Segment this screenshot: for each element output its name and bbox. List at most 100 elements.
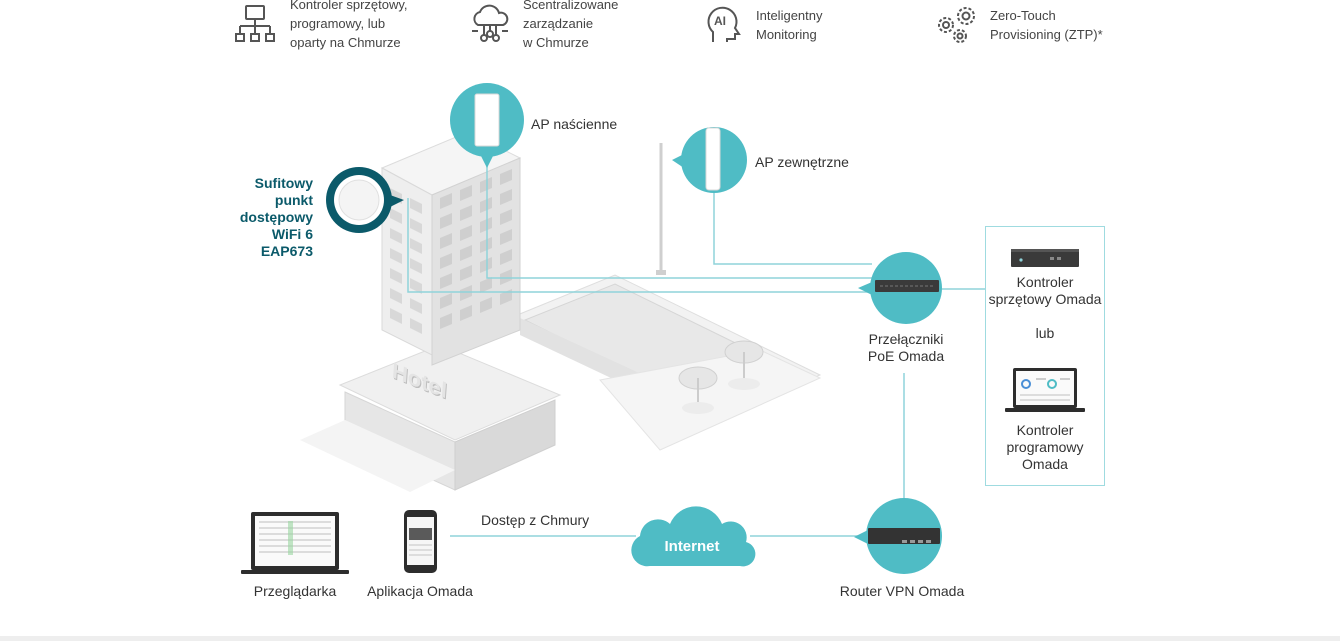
vpn-router-label: Router VPN Omada (839, 583, 965, 599)
window (500, 289, 512, 305)
window (390, 228, 402, 244)
window (440, 293, 452, 309)
internet-label: Internet (664, 538, 720, 555)
window (440, 193, 452, 209)
hotel-lobby (300, 344, 562, 492)
cloud-access-label: Dostęp z Chmury (481, 512, 590, 528)
window (500, 169, 512, 185)
feature-3-line-1: Inteligentny (756, 8, 823, 23)
window (440, 273, 452, 289)
window (460, 185, 472, 201)
window (500, 249, 512, 265)
ai-head-icon: AI (707, 6, 741, 42)
ceiling-ap-label: Sufitowy punkt dostępowy WiFi 6 EAP673 (230, 175, 313, 260)
window (440, 253, 452, 269)
window (480, 277, 492, 293)
ceiling-ap-line-3: dostępowy (239, 209, 313, 225)
feature-2-line-2: zarządzanie (523, 16, 594, 31)
window (410, 298, 422, 314)
window (460, 205, 472, 221)
poe-switch-line-1: Przełączniki (868, 331, 944, 347)
hardware-controller-device (1011, 249, 1079, 267)
window (440, 213, 452, 229)
feature-1: Kontroler sprzętowy, programowy, lub opa… (234, 0, 434, 60)
wall-ap-label: AP naścienne (531, 116, 618, 132)
feature-2: Scentralizowane zarządzanie w Chmurze (468, 0, 668, 60)
window (410, 278, 422, 294)
feature-1-line-1: Kontroler sprzętowy, (290, 0, 408, 12)
window (500, 189, 512, 205)
ceiling-ap-marker[interactable] (326, 167, 404, 233)
umbrella-2 (724, 340, 764, 390)
ceiling-ap-line-4: WiFi 6 (271, 226, 313, 242)
svg-text:AI: AI (714, 14, 726, 28)
window (390, 308, 402, 324)
window (410, 238, 422, 254)
poe-switch-marker[interactable] (858, 252, 942, 324)
window (480, 217, 492, 233)
software-controller-laptop (1005, 368, 1085, 412)
browser-label: Przeglądarka (253, 583, 337, 599)
hardware-controller-label: Kontroler sprzętowy Omada (985, 274, 1105, 308)
omada-app-phone (404, 510, 437, 573)
feature-1-line-3: oparty na Chmurze (290, 35, 401, 50)
software-controller-line-3: Omada (1022, 456, 1068, 472)
window (410, 258, 422, 274)
window (460, 225, 472, 241)
internet-cloud (631, 506, 756, 567)
controller-box (985, 226, 1105, 486)
feature-4: Zero-Touch Provisioning (ZTP)* (935, 0, 1135, 60)
window (390, 248, 402, 264)
wall-ap-marker[interactable] (450, 83, 524, 168)
footer-strip (0, 636, 1340, 641)
poe-switch-line-2: PoE Omada (867, 348, 945, 364)
window (460, 285, 472, 301)
window (500, 229, 512, 245)
window (500, 209, 512, 225)
omada-app-label: Aplikacja Omada (367, 583, 473, 599)
window (440, 313, 452, 329)
ceiling-ap-line-5: EAP673 (260, 243, 313, 259)
hardware-controller-line-2: sprzętowy Omada (988, 291, 1102, 307)
or-label: lub (1035, 325, 1055, 341)
window (480, 257, 492, 273)
gears-icon (938, 7, 975, 43)
browser-laptop (241, 512, 349, 574)
window (410, 198, 422, 214)
hardware-controller-line-1: Kontroler (1016, 274, 1074, 290)
window (500, 269, 512, 285)
feature-3-line-2: Monitoring (756, 27, 817, 42)
window (460, 265, 472, 281)
ceiling-ap-line-2: punkt (274, 192, 313, 208)
window (480, 237, 492, 253)
feature-1-line-2: programowy, lub (290, 16, 386, 31)
feature-2-line-1: Scentralizowane (523, 0, 619, 12)
outdoor-ap-marker[interactable] (672, 127, 747, 193)
cloud-network-icon (472, 4, 509, 42)
window (410, 218, 422, 234)
poe-switch-label: Przełączniki PoE Omada (846, 331, 966, 365)
feature-4-line-1: Zero-Touch (990, 8, 1056, 23)
connection-lines (407, 155, 986, 537)
umbrella-1 (678, 366, 718, 414)
window (460, 305, 472, 321)
window (480, 297, 492, 313)
window (440, 233, 452, 249)
hotel-windows (390, 169, 512, 334)
hotel-tower (380, 131, 522, 366)
window (390, 208, 402, 224)
vpn-router-marker[interactable] (854, 498, 942, 574)
window (460, 245, 472, 261)
window (390, 288, 402, 304)
feature-3: AI Inteligentny Monitoring (705, 0, 905, 60)
ceiling-ap-line-1: Sufitowy (254, 175, 313, 191)
window (480, 197, 492, 213)
pool-deck (508, 274, 822, 451)
outdoor-ap-label: AP zewnętrzne (755, 154, 849, 170)
window (480, 177, 492, 193)
software-controller-line-1: Kontroler (1016, 422, 1074, 438)
feature-2-line-3: w Chmurze (523, 35, 589, 50)
software-controller-line-2: programowy (1006, 439, 1084, 455)
software-controller-label: Kontroler programowy Omada (985, 422, 1105, 473)
